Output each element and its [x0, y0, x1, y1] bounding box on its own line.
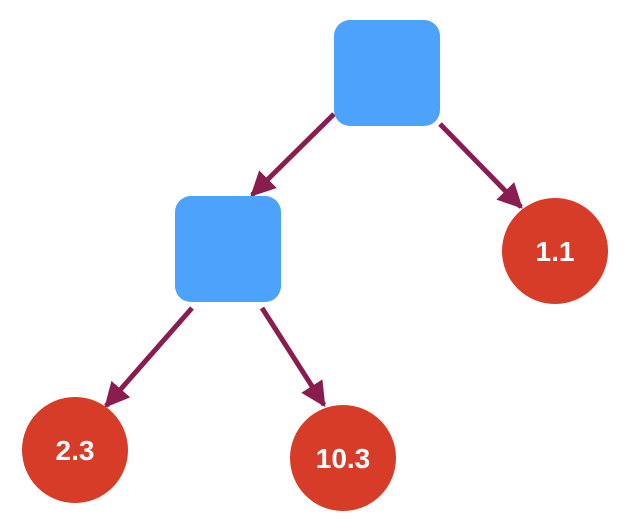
leaf-circle [22, 397, 128, 503]
leaf-node-right: 1.1 [502, 198, 608, 304]
leaf-value-label: 2.3 [56, 435, 95, 466]
decision-node-root [334, 20, 440, 126]
leaf-node-left-right: 10.3 [290, 405, 396, 511]
leaf-circle [502, 198, 608, 304]
leaf-node-left-left: 2.3 [22, 397, 128, 503]
leaf-value-label: 1.1 [536, 236, 575, 267]
decision-node-left [175, 196, 281, 302]
leaf-circle [290, 405, 396, 511]
edge-root-to-left-node [250, 112, 336, 197]
edge-root-to-leaf-1-1 [438, 122, 523, 209]
edge-left-node-to-leaf-2-3 [104, 306, 194, 408]
edge-left-node-to-leaf-10-3 [259, 306, 327, 408]
leaf-value-label: 10.3 [316, 443, 371, 474]
